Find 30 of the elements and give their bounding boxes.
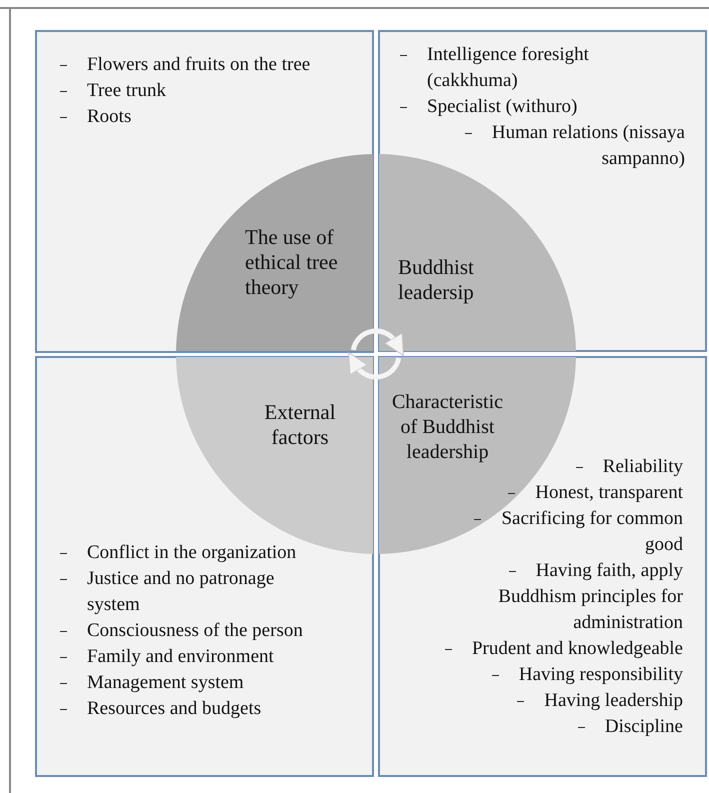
list-item: Having faith, apply Buddhism principles for administration <box>433 558 683 636</box>
list-item: Flowers and fruits on the tree <box>60 52 347 78</box>
list-item: Resources and budgets <box>60 696 323 722</box>
arrow <box>350 328 405 356</box>
text-panel <box>35 30 374 353</box>
segment-label: Buddhist leadersip <box>398 255 475 305</box>
list-item: Management system <box>60 670 323 696</box>
list-item: Having responsibility <box>383 662 683 688</box>
segment-label: The use of ethical tree theory <box>245 225 339 300</box>
list-item: Intelligence foresight (cakkhuma) <box>400 42 677 94</box>
pie-segment <box>176 154 376 354</box>
text-panel <box>35 356 374 777</box>
list-item: Discipline <box>383 714 683 740</box>
list-item: Roots <box>60 104 347 130</box>
list-item: Family and environment <box>60 644 323 670</box>
list-item: Prudent and knowledgeable <box>383 636 683 662</box>
text-panel <box>378 30 707 352</box>
list-item: Consciousness of the person <box>60 618 323 644</box>
list-item: Specialist (withuro) <box>400 94 677 120</box>
pie-segment <box>376 154 576 354</box>
segment-label: External factors <box>263 400 337 450</box>
list-item: Justice and no patronage system <box>60 566 323 618</box>
list-item: Tree trunk <box>60 78 347 104</box>
list-item: Sacrificing for common good <box>445 506 683 558</box>
arrow <box>347 352 402 380</box>
list-item: Conflict in the organization <box>60 540 323 566</box>
list-item: Human relations (nissaya sampanno) <box>427 120 685 172</box>
text-panel <box>378 356 707 777</box>
list-item: Honest, transparent <box>383 480 683 506</box>
list-item: Having leadership <box>383 688 683 714</box>
